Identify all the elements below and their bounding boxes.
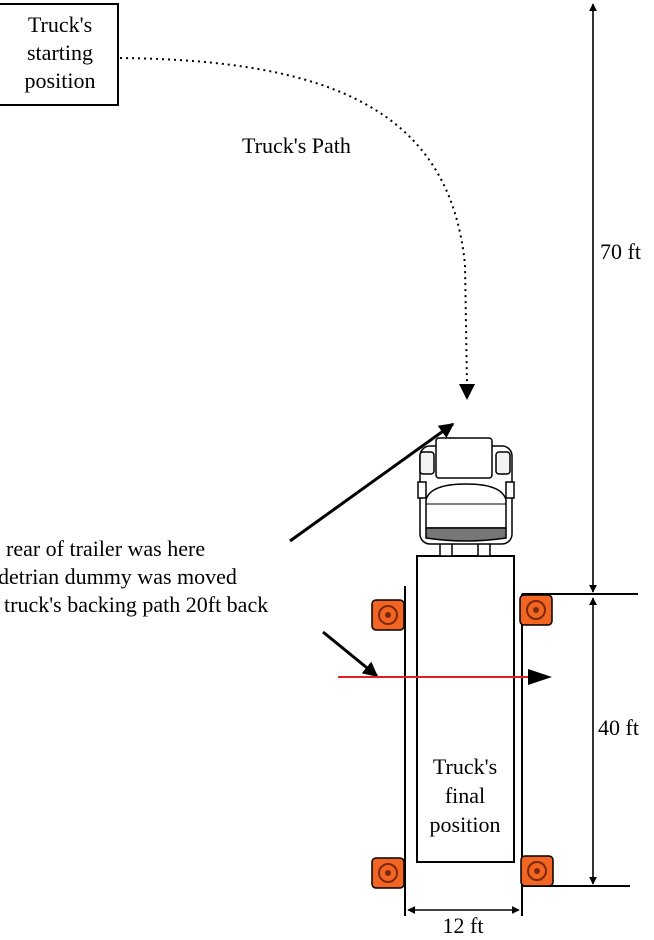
start-position-box: Truck's starting position: [0, 3, 119, 106]
truck-path-arrowhead: [459, 384, 475, 400]
traffic-cone-top-right: [519, 594, 553, 626]
dimension-40ft: 40 ft: [522, 593, 639, 887]
dummy-path-arrowhead: [528, 669, 552, 685]
truck-cab: [417, 437, 515, 557]
dimension-40ft-label: 40 ft: [598, 715, 639, 740]
final-label-line-1: Truck's: [433, 754, 497, 779]
note-to-line-arrow: [322, 630, 379, 678]
dimension-70ft: 70 ft: [589, 3, 641, 593]
note-pointer-arrow: [289, 422, 455, 543]
final-label-line-2: final: [445, 783, 485, 808]
dimension-70ft-label: 70 ft: [600, 239, 641, 264]
truck-path-label: Truck's Path: [242, 133, 351, 158]
start-label-line-3: position: [25, 68, 96, 93]
note-text: rear of trailer was here detrian dummy w…: [0, 536, 268, 617]
note-line-2: detrian dummy was moved: [0, 564, 237, 589]
dimension-12ft-label: 12 ft: [443, 913, 484, 935]
final-label-line-3: position: [430, 812, 501, 837]
trailer: Truck's final position: [416, 555, 515, 863]
traffic-cone-bottom-right: [520, 855, 554, 887]
traffic-cone-bottom-left: [371, 857, 405, 889]
start-label-line-2: starting: [27, 40, 93, 65]
traffic-cone-top-left: [371, 599, 405, 631]
truck-path-dotted-line: [119, 57, 468, 386]
start-label-line-1: Truck's: [28, 12, 92, 37]
note-line-3: truck's backing path 20ft back: [4, 592, 268, 617]
note-line-1: rear of trailer was here: [6, 536, 205, 561]
